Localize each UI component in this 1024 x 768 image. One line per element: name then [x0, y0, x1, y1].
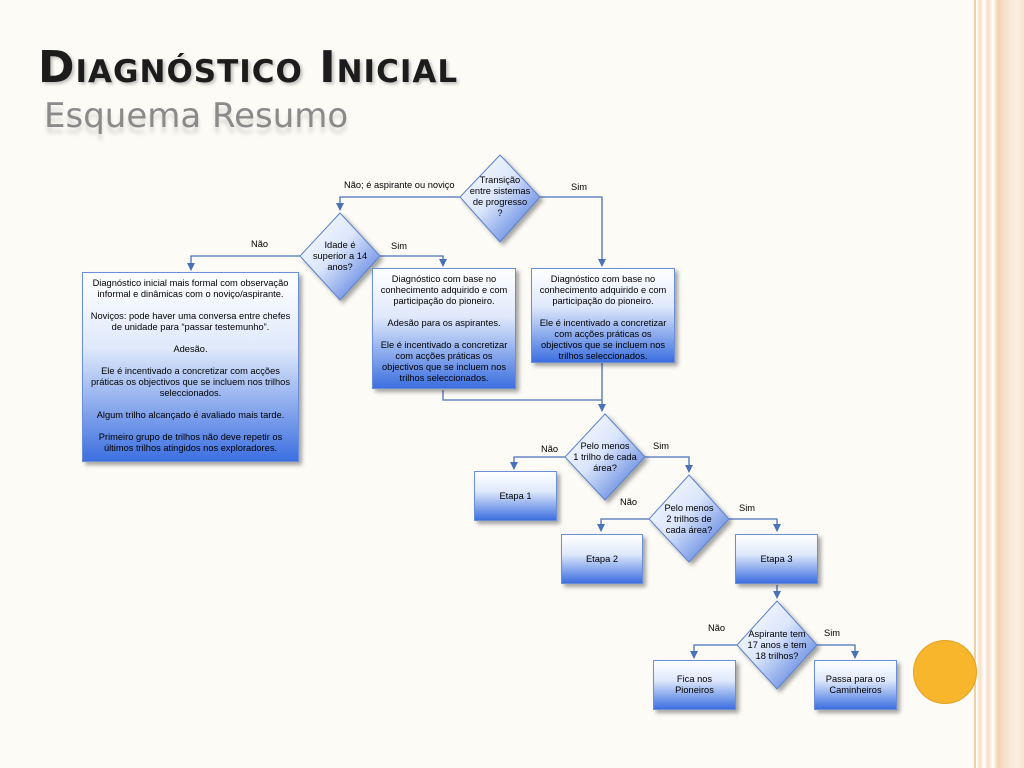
edge-transition-no [336, 196, 460, 211]
decision-one-trail-text: Pelo menos 1 trilho de cada área? [573, 440, 637, 473]
process-etapa-1: Etapa 1 [474, 471, 557, 521]
edge-age-yes [380, 255, 447, 267]
edge-one-yes [645, 456, 693, 473]
process-knowledge-aspirants: Diagnóstico com base no conhecimento adq… [372, 268, 516, 389]
label-asp-yes: Sim [824, 628, 841, 638]
edge-knowledge-to-merge [442, 390, 602, 401]
decision-age-diamond [299, 212, 381, 301]
decision-age-text: Idade é superior a 14 anos? [312, 239, 368, 272]
edge-two-no [597, 518, 649, 532]
process-stay-pioneers: Fica nos Pioneiros [653, 660, 736, 710]
decision-two-trails-text: Pelo menos 2 trilhos de cada área? [664, 502, 714, 535]
decision-one-trail-diamond [564, 413, 646, 501]
process-etapa-2: Etapa 2 [561, 534, 643, 584]
edge-one-no [510, 456, 565, 470]
decision-aspirant-text: Aspirante tem 17 anos e tem 18 trilhos? [747, 628, 807, 661]
label-asp-no: Não [708, 623, 726, 633]
slide-subtitle: Esquema Resumo [44, 96, 349, 136]
label-one-yes: Sim [653, 441, 670, 451]
label-two-yes: Sim [739, 503, 756, 513]
label-age-yes: Sim [391, 241, 408, 251]
edge-two-yes [729, 518, 781, 532]
label-age-no: Não [251, 239, 269, 249]
process-etapa-3: Etapa 3 [735, 534, 818, 584]
decorative-side-stripes [976, 0, 1024, 768]
decision-two-trails-diamond [648, 474, 730, 563]
edge-asp-no [690, 644, 737, 659]
label-two-no: Não [620, 497, 638, 507]
label-one-no: Não [541, 444, 559, 454]
decision-transition-text: Transição entre sistemas de progresso ? [469, 175, 531, 218]
label-transition-yes: Sim [571, 182, 588, 192]
label-transition-no: Não; é aspirante ou noviço [344, 180, 455, 190]
decision-transition-diamond [459, 154, 541, 243]
decorative-orange-circle [913, 640, 977, 704]
slide-title: Diagnóstico Inicial [38, 42, 459, 93]
edge-transition-yes [540, 196, 606, 267]
process-knowledge: Diagnóstico com base no conhecimento adq… [531, 268, 675, 363]
slide-right-border [974, 0, 976, 768]
process-move-caminheiros: Passa para os Caminheiros [814, 660, 897, 710]
decision-aspirant-diamond [736, 600, 818, 690]
process-formal-diagnosis: Diagnóstico inicial mais formal com obse… [82, 272, 299, 462]
edge-asp-yes [817, 644, 859, 659]
edge-age-no [187, 255, 300, 271]
